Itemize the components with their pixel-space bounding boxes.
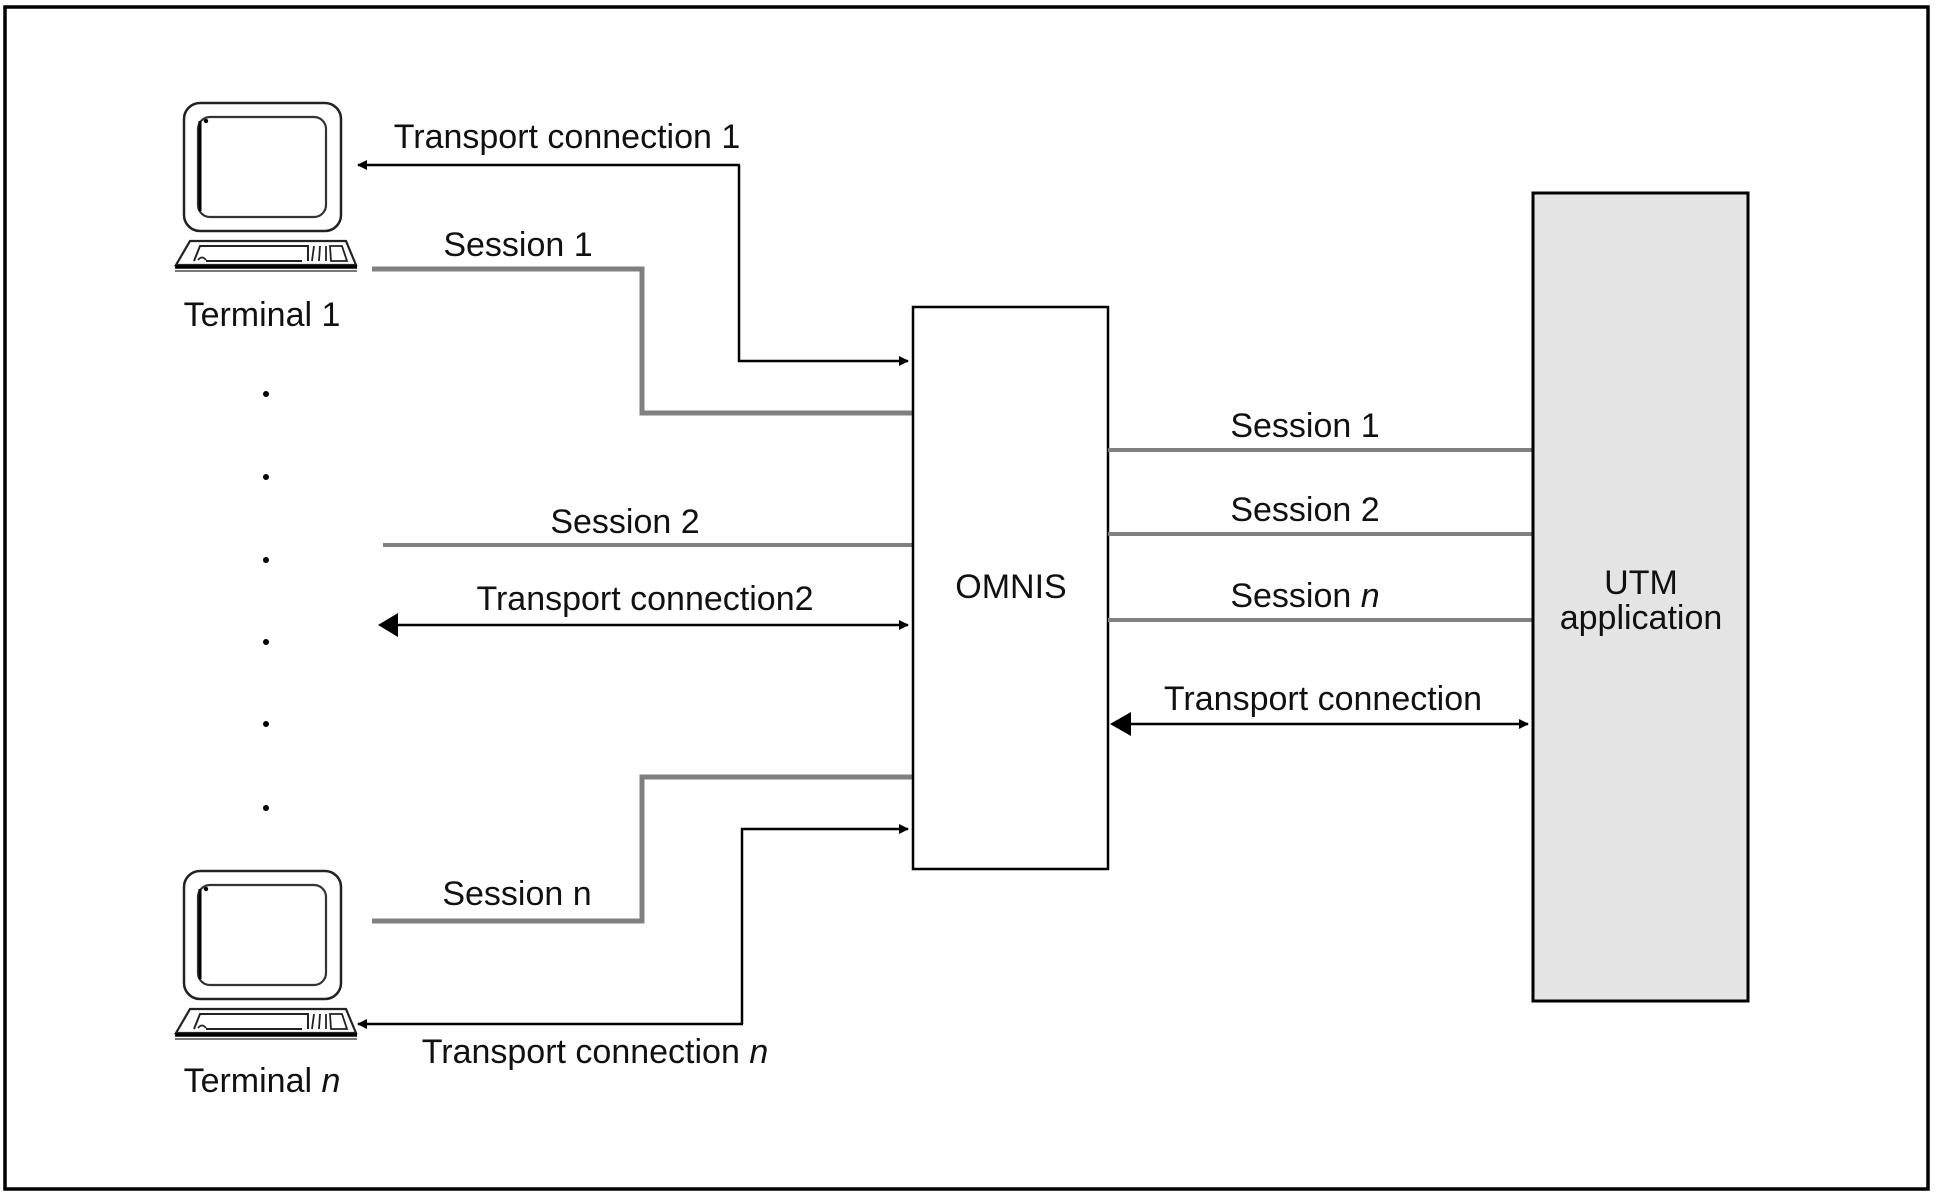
transport-connection-2-left-arrowhead <box>378 613 398 637</box>
session-n-left-line <box>372 774 912 924</box>
diagram-border <box>3 5 1930 1191</box>
ellipsis-dot <box>263 391 269 397</box>
session-1-left-label: Session 1 <box>443 226 592 264</box>
transport-connection-n-line <box>740 824 909 1024</box>
ellipsis-dot <box>263 557 269 563</box>
transport-connection-1-line <box>737 165 909 366</box>
ellipsis-dot <box>263 721 269 727</box>
session-2-left-label: Session 2 <box>550 503 699 541</box>
transport-connection-1-label: Transport connection 1 <box>394 118 741 156</box>
transport-connection-n-label: Transport connection n <box>422 1033 769 1071</box>
session-n-left-label: Session n <box>442 875 591 913</box>
session-n-right-label: Session n <box>1230 577 1379 615</box>
transport-connection-right-left-arrowhead <box>1110 712 1131 736</box>
utm-label-line2: application <box>1560 599 1723 637</box>
ellipsis-dot <box>263 639 269 645</box>
omnis-label: OMNIS <box>955 568 1066 606</box>
transport-connection-2-label: Transport connection2 <box>476 580 813 618</box>
terminal-1-label: Terminal 1 <box>184 296 341 334</box>
terminal-n-label: Terminal n <box>184 1062 341 1100</box>
omnis-box <box>911 305 1110 871</box>
utm-label-line1: UTM <box>1604 564 1678 602</box>
session-1-right-label: Session 1 <box>1230 407 1379 445</box>
session-2-right-label: Session 2 <box>1230 491 1379 529</box>
terminal-1-icon <box>173 101 359 273</box>
session-1-left-line <box>372 266 912 416</box>
terminal-n-icon <box>173 869 359 1041</box>
utm-application-box <box>1531 191 1750 1003</box>
ellipsis-dots <box>263 391 269 811</box>
transport-connection-right-label: Transport connection <box>1164 680 1482 718</box>
ellipsis-dot <box>263 805 269 811</box>
ellipsis-dot <box>263 474 269 480</box>
